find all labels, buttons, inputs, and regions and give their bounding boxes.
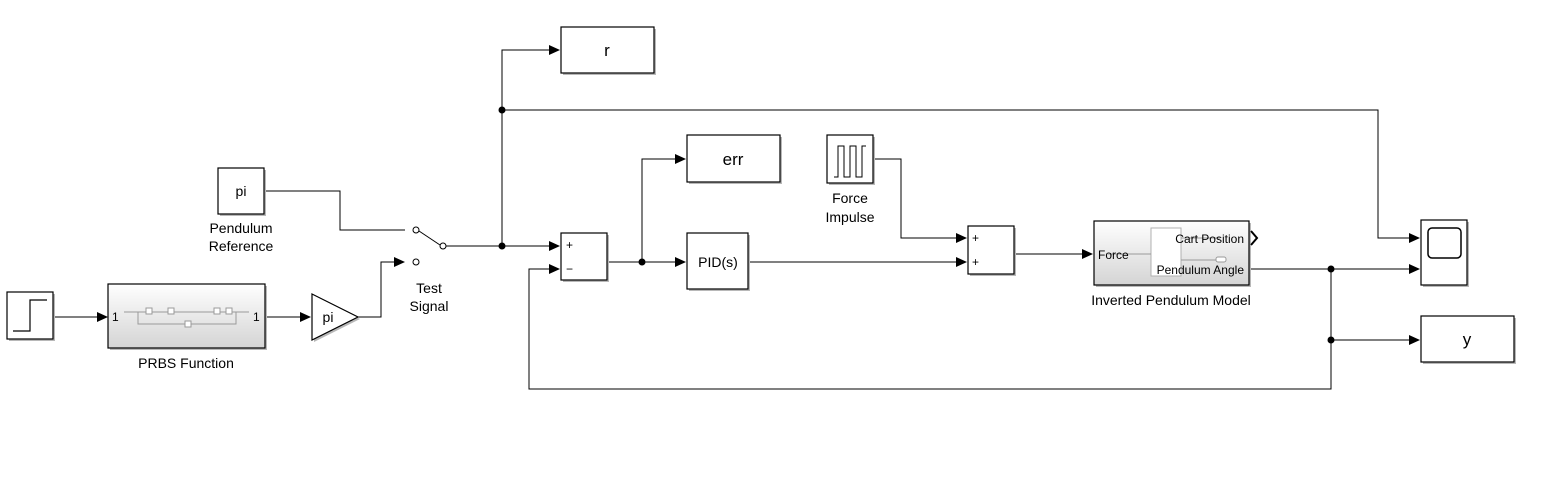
sum-block-1[interactable]: + − xyxy=(560,232,609,282)
arrowhead xyxy=(1409,233,1420,243)
wire-feedback xyxy=(528,268,1332,390)
wire-ref-switch xyxy=(265,190,405,231)
test-signal-label-1: Test xyxy=(416,280,442,296)
model-in-port-label: Force xyxy=(1098,248,1129,262)
pid-label: PID(s) xyxy=(698,254,738,270)
wire-impulse-sum2 xyxy=(875,158,957,239)
pid-controller-block[interactable]: PID(s) xyxy=(686,232,750,291)
err-output-block[interactable]: err xyxy=(686,134,782,184)
model-out-port-1-label: Cart Position xyxy=(1175,232,1244,246)
wire-to-y xyxy=(1330,269,1410,341)
model-preview-icon xyxy=(1108,227,1227,277)
gain-pi-block[interactable]: pi xyxy=(311,293,360,342)
gain-value: pi xyxy=(323,309,334,325)
wire-to-err xyxy=(641,158,676,262)
arrowhead xyxy=(549,45,560,55)
arrowhead xyxy=(549,264,560,274)
wire-gain-switch xyxy=(358,261,395,318)
prbs-function-block[interactable]: 1 1 xyxy=(107,283,267,350)
sum2-plus-sign-2: + xyxy=(972,255,979,269)
inverted-pendulum-model-label: Inverted Pendulum Model xyxy=(1091,292,1251,308)
scope-block[interactable] xyxy=(1420,219,1469,287)
subsystem-preview-icon xyxy=(124,307,249,328)
arrowhead xyxy=(97,312,108,322)
prbs-out-port-label: 1 xyxy=(253,310,260,324)
arrowhead xyxy=(1409,264,1420,274)
arrowhead xyxy=(956,233,967,243)
pendulum-reference-label-1: Pendulum xyxy=(209,220,272,236)
wire-to-scope-1 xyxy=(502,109,1410,239)
sum1-minus-sign: − xyxy=(566,262,573,276)
err-label: err xyxy=(723,150,744,169)
arrowhead xyxy=(1082,249,1093,259)
arrowhead xyxy=(1409,335,1420,345)
arrowhead xyxy=(675,154,686,164)
y-output-block[interactable]: y xyxy=(1420,315,1516,364)
step-icon xyxy=(13,299,47,332)
test-signal-switch[interactable] xyxy=(400,220,450,270)
arrowhead xyxy=(956,257,967,267)
sum2-plus-sign-1: + xyxy=(972,231,979,245)
r-label: r xyxy=(604,41,610,60)
step-block[interactable] xyxy=(6,291,55,341)
pendulum-reference-block[interactable]: pi xyxy=(217,167,266,216)
scope-screen-icon xyxy=(1427,227,1462,259)
arrowhead xyxy=(675,257,686,267)
signal-lines xyxy=(54,45,1420,390)
sum1-plus-sign: + xyxy=(566,238,573,252)
arrowhead xyxy=(300,312,311,322)
pendulum-reference-label-2: Reference xyxy=(209,238,274,254)
y-label: y xyxy=(1463,330,1472,349)
force-impulse-label-1: Force xyxy=(832,190,868,206)
force-impulse-block[interactable] xyxy=(826,134,875,185)
wire-to-r xyxy=(501,49,550,246)
sum-block-2[interactable]: + + xyxy=(967,225,1016,276)
r-output-block[interactable]: r xyxy=(560,26,656,75)
pulse-icon xyxy=(834,145,866,178)
test-signal-label-2: Signal xyxy=(410,298,449,314)
chevron-right-icon xyxy=(1250,230,1259,246)
model-out-port-2-label: Pendulum Angle xyxy=(1157,263,1245,277)
switch-symbol xyxy=(412,226,447,266)
prbs-in-port-label: 1 xyxy=(112,310,119,324)
arrowhead xyxy=(394,257,405,267)
constant-value: pi xyxy=(236,183,247,199)
arrowhead xyxy=(549,241,560,251)
prbs-function-label: PRBS Function xyxy=(138,355,234,371)
force-impulse-label-2: Impulse xyxy=(825,209,874,225)
inverted-pendulum-model-block[interactable]: Force Cart Position Pendulum Angle xyxy=(1093,220,1259,287)
